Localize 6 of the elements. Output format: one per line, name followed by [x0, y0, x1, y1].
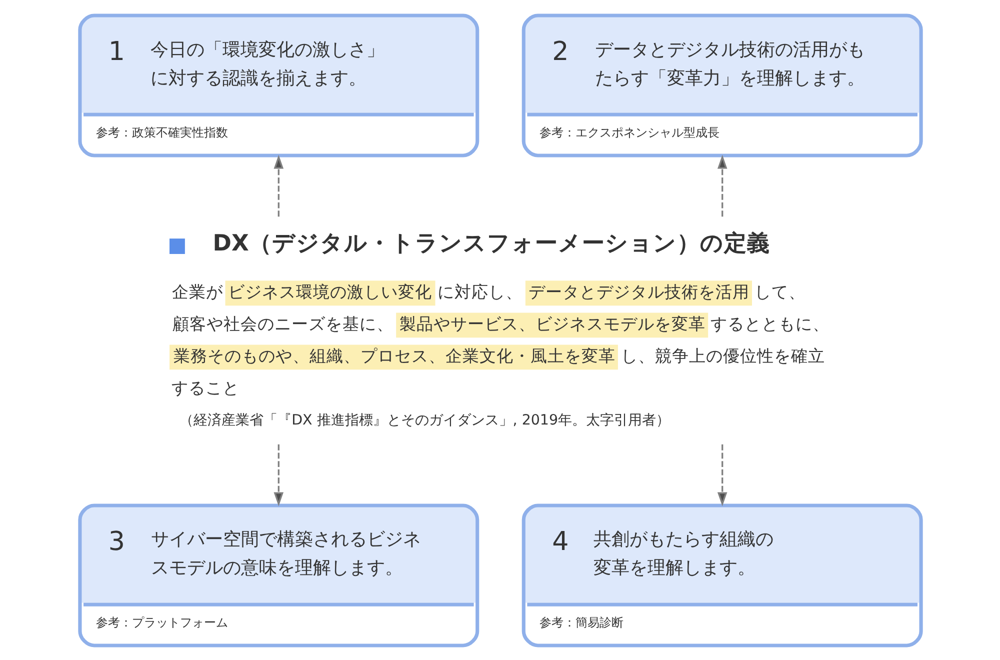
arrow	[273, 154, 284, 216]
arrow	[716, 154, 727, 216]
node-label: DX（デジタル・トランスフォーメーション）の定義	[212, 230, 770, 256]
arrow	[716, 444, 727, 506]
arrow	[273, 444, 284, 506]
node-label: （経済産業省「『DX 推進指標』とそのガイダンス」, 2019年。太字引用者）	[179, 412, 670, 428]
